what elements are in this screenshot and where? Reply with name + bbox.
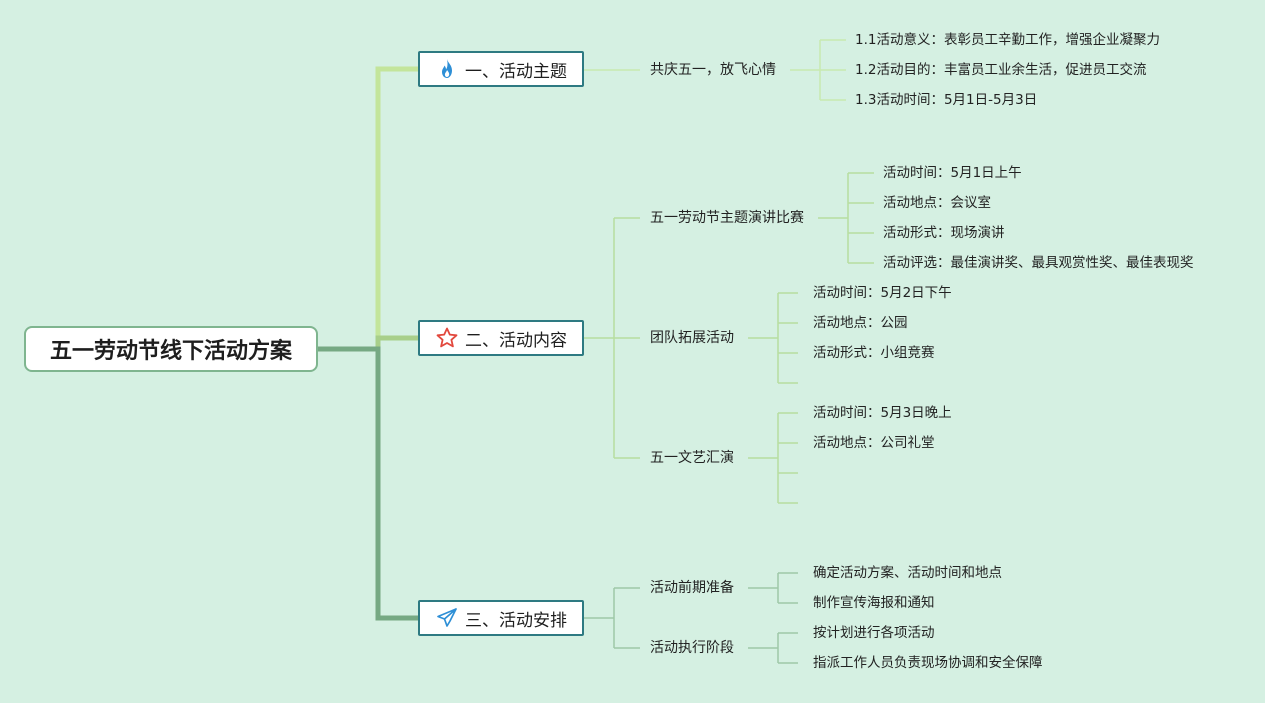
leaf-2-1-3[interactable]: 活动形式：现场演讲: [883, 225, 1005, 241]
leaf-2-1-1[interactable]: 活动时间：5月1日上午: [883, 165, 1022, 181]
leaf-bracket-2-1: [818, 172, 874, 264]
leaf-2-1-4[interactable]: 活动评选：最佳演讲奖、最具观赏性奖、最佳表现奖: [883, 255, 1194, 271]
leaf-1-1-2[interactable]: 1.2活动目的：丰富员工业余生活，促进员工交流: [855, 62, 1147, 78]
branch-topic-3-label: 三、活动安排: [465, 610, 567, 631]
leaf-1-1-3[interactable]: 1.3活动时间：5月1日-5月3日: [855, 92, 1038, 108]
sub-connector-3: [584, 587, 640, 649]
fire-icon: [435, 57, 459, 81]
subtopic-1-1[interactable]: 共庆五一，放飞心情: [650, 62, 776, 78]
leaf-3-1-2[interactable]: 制作宣传海报和通知: [813, 595, 935, 611]
leaf-3-2-1[interactable]: 按计划进行各项活动: [813, 625, 935, 641]
subtopic-2-1[interactable]: 五一劳动节主题演讲比赛: [650, 210, 804, 226]
leaf-bracket-3-2: [748, 632, 798, 664]
subtopic-2-2[interactable]: 团队拓展活动: [650, 330, 734, 346]
branch-connector-1: [318, 66, 418, 352]
leaf-3-1-1[interactable]: 确定活动方案、活动时间和地点: [813, 565, 1002, 581]
leaf-2-2-1[interactable]: 活动时间：5月2日下午: [813, 285, 952, 301]
leaf-bracket-2-3: [748, 412, 798, 504]
subtopic-2-3[interactable]: 五一文艺汇演: [650, 450, 734, 466]
paper-plane-icon: [435, 606, 459, 630]
branch-topic-2[interactable]: 二、活动内容: [418, 320, 584, 356]
star-icon: [435, 326, 459, 350]
leaf-2-3-2[interactable]: 活动地点：公司礼堂: [813, 435, 935, 451]
subtopic-3-2[interactable]: 活动执行阶段: [650, 640, 734, 656]
leaf-2-3-1[interactable]: 活动时间：5月3日晚上: [813, 405, 952, 421]
branch-topic-1-label: 一、活动主题: [465, 61, 567, 82]
leaf-2-2-2[interactable]: 活动地点：公园: [813, 315, 908, 331]
leaf-2-1-2[interactable]: 活动地点：会议室: [883, 195, 991, 211]
subtopic-3-1[interactable]: 活动前期准备: [650, 580, 734, 596]
leaf-3-2-2[interactable]: 指派工作人员负责现场协调和安全保障: [813, 655, 1043, 671]
root-topic[interactable]: 五一劳动节线下活动方案: [24, 326, 318, 372]
leaf-1-1-1[interactable]: 1.1活动意义：表彰员工辛勤工作，增强企业凝聚力: [855, 32, 1160, 48]
leaf-bracket-3-1: [748, 572, 798, 604]
branch-connector-3: [318, 346, 418, 621]
leaf-2-2-3[interactable]: 活动形式：小组竞赛: [813, 345, 935, 361]
branch-topic-2-label: 二、活动内容: [465, 330, 567, 351]
leaf-bracket-1-1: [790, 39, 846, 101]
root-topic-label: 五一劳动节线下活动方案: [49, 339, 292, 364]
branch-topic-3[interactable]: 三、活动安排: [418, 600, 584, 636]
leaf-bracket-2-2: [748, 292, 798, 384]
sub-connector-2: [584, 217, 640, 459]
branch-topic-1[interactable]: 一、活动主题: [418, 51, 584, 87]
